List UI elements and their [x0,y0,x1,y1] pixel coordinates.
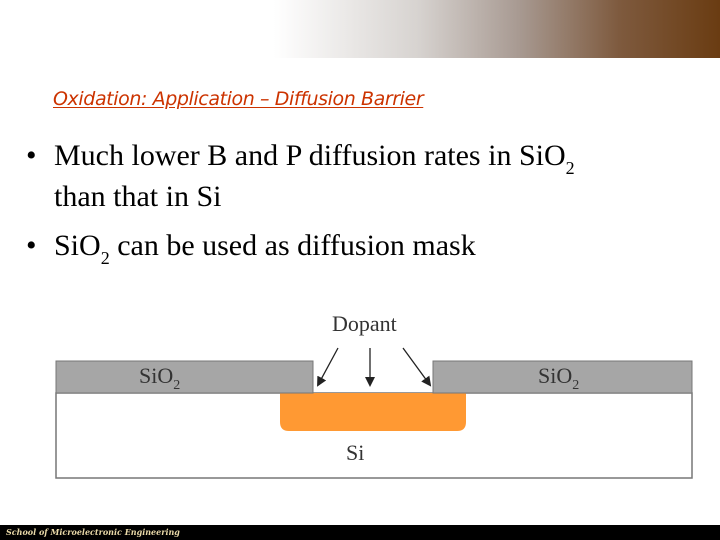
bullet-2-text-a: SiO [54,229,101,262]
bullet-marker: • [26,139,37,172]
bullet-marker: • [26,229,37,262]
header-gradient-band [0,0,720,58]
bullet-2-text-b: can be used as diffusion mask [109,229,476,262]
bullet-1-subscript: 2 [565,158,575,178]
bullet-1-text: Much lower B and P diffusion rates in Si… [54,139,566,172]
dopant-label: Dopant [332,311,397,336]
bullet-2-line-1: SiO2 can be used as diffusion mask [54,229,476,267]
dopant-arrow-left [317,347,339,387]
oxide-layer-left [55,360,314,394]
bullet-1-line-1: Much lower B and P diffusion rates in Si… [54,139,575,177]
oxide-layer-right [432,360,693,394]
bullet-2-subscript: 2 [100,248,110,268]
substrate-label: Si [346,440,364,465]
slide-title: Oxidation: Application – Diffusion Barri… [53,88,424,110]
dopant-arrow-right [402,347,432,387]
oxide-right-label: SiO2 [538,363,579,393]
footer-text: School of Microelectronic Engineering [6,527,180,537]
footer-bar [0,525,720,540]
oxide-left-label: SiO2 [139,363,180,393]
doped-region [280,393,466,431]
bullet-1-line-2: than that in Si [54,180,222,213]
